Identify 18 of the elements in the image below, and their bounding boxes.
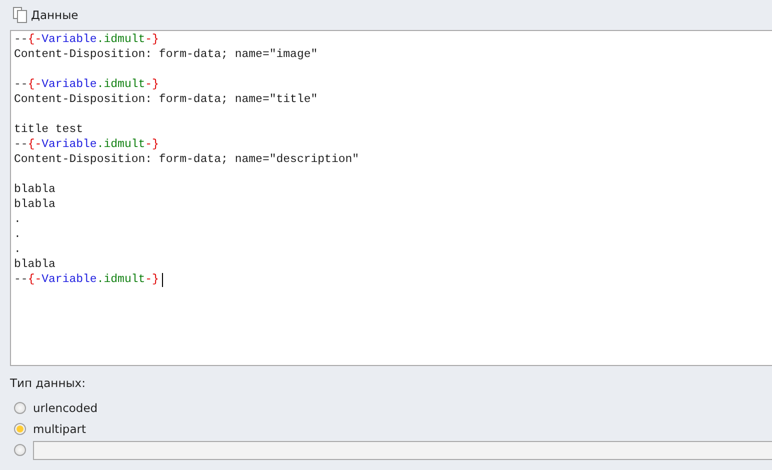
code-line: .: [14, 242, 21, 257]
code-line: .: [14, 212, 21, 227]
code-line: --{-Variable.idmult-}: [14, 77, 159, 92]
code-line: --{-Variable.idmult-}: [14, 272, 159, 287]
code-line: --{-Variable.idmult-}: [14, 137, 159, 152]
code-line: blabla: [14, 257, 56, 272]
code-line: blabla: [14, 197, 56, 212]
code-line: blabla: [14, 182, 56, 197]
option-label: urlencoded: [33, 401, 98, 415]
code-line: .: [14, 227, 21, 242]
option-label: multipart: [33, 422, 86, 436]
section-heading: Данные: [31, 8, 78, 22]
code-line: Content-Disposition: form-data; name="title": [14, 92, 318, 107]
field-label: Тип данных:: [10, 376, 86, 390]
code-line: --{-Variable.idmult-}: [14, 32, 159, 47]
code-line: title test: [14, 122, 84, 137]
code-line: Content-Disposition: form-data; name="description": [14, 152, 360, 167]
code-line: Content-Disposition: form-data; name="image": [14, 47, 318, 62]
